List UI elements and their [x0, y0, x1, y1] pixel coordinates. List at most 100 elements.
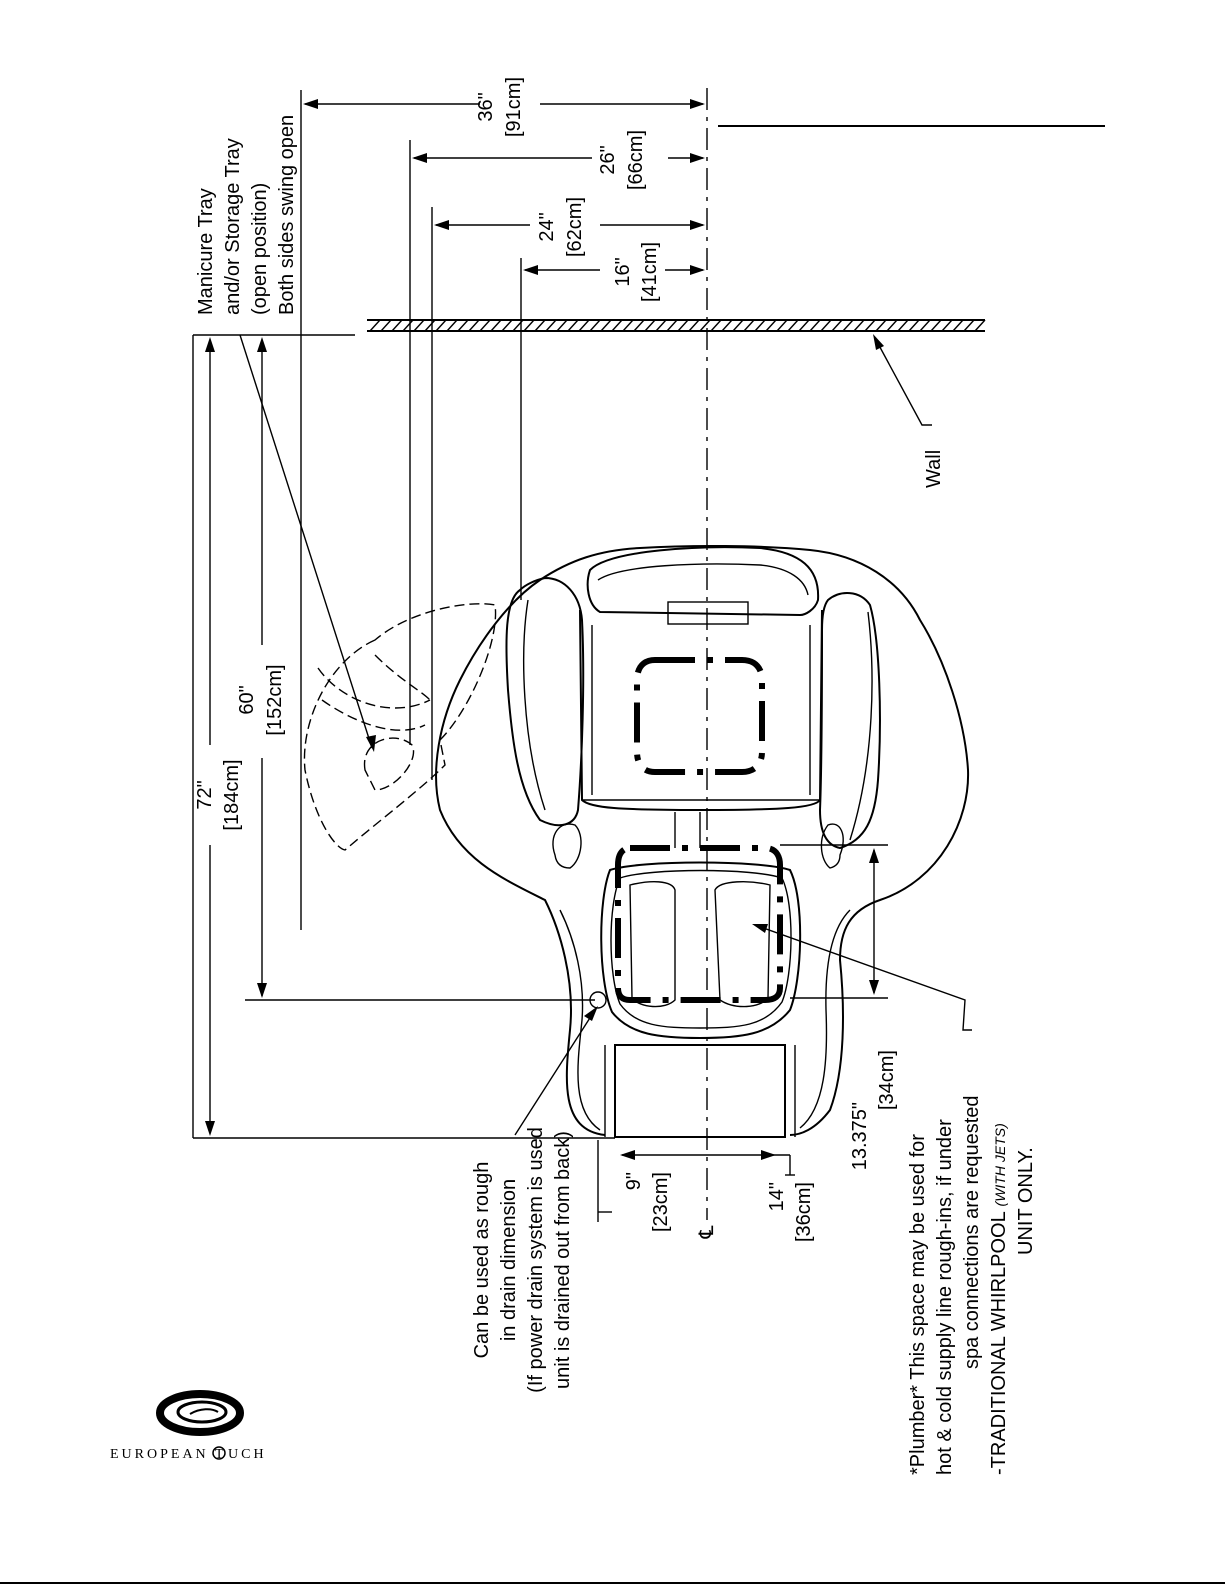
dim-36-in: 36" [475, 92, 497, 121]
wall-hatch-line [699, 319, 711, 332]
plumber-note-line-5: UNIT ONLY. [1015, 1147, 1037, 1255]
wall-hatch-line [545, 319, 557, 332]
plumber-note-line-1: *Plumber* This space may be used for [907, 1134, 929, 1475]
plumber-note-line-2: hot & cold supply line rough-ins, if und… [934, 1119, 956, 1475]
wall-hatch-line [974, 319, 986, 332]
wall-hatch-line [776, 319, 788, 332]
wall-hatch-line [567, 319, 579, 332]
wall-hatch-line [468, 319, 480, 332]
wall-hatch-line [952, 319, 964, 332]
wall-hatch-line [457, 319, 469, 332]
wall-hatch-line [688, 319, 700, 332]
drain-note-line-2: in drain dimension [498, 1179, 520, 1341]
leader-lines [239, 334, 972, 1136]
wall-hatch-line [743, 319, 755, 332]
brand-name-right: UCH [228, 1447, 267, 1462]
wall-hatch-line [864, 319, 876, 332]
wall-hatch-line [391, 319, 403, 332]
dim-24-in: 24" [536, 212, 558, 241]
tray-note-line-3: (open position) [249, 183, 271, 315]
wall-hatch-line [369, 319, 381, 332]
dimension-lines [205, 99, 888, 1222]
dim-24-cm: [62cm] [564, 197, 586, 257]
plumber-note-line-3: spa connections are requested [961, 1095, 983, 1369]
clearance-extension-lines [192, 90, 615, 1139]
tray-note-line-4: Both sides swing open [276, 115, 298, 315]
wall-hatch-line [633, 319, 645, 332]
dim-72-in: 72" [194, 780, 216, 809]
wall-hatch-line [402, 319, 414, 332]
dim-9-cm: [23cm] [650, 1172, 672, 1232]
dim-14-in: 14" [766, 1182, 788, 1211]
wall-hatch-line [578, 319, 590, 332]
wall-hatch-line [666, 319, 678, 332]
drain-note-line-1: Can be used as rough [471, 1162, 493, 1359]
wall-hatch-line [589, 319, 601, 332]
wall-hatch-line [413, 319, 425, 332]
wall-hatch-line [424, 319, 436, 332]
tray-note: Manicure Tray and/or Storage Tray (open … [195, 115, 298, 315]
wall-hatch-line [831, 319, 843, 332]
wall-hatch-line [380, 319, 392, 332]
wall-hatch-line [622, 319, 634, 332]
wall-hatch-line [798, 319, 810, 332]
plumber-note-line-4-italic: (WITH JETS) [992, 1123, 1008, 1206]
wall-hatch-line [853, 319, 865, 332]
wall-hatch-line [809, 319, 821, 332]
wall-hatch-line [523, 319, 535, 332]
wall-hatch-line [820, 319, 832, 332]
tray-note-line-1: Manicure Tray [195, 188, 217, 315]
wall-hatch-line [435, 319, 447, 332]
wall-hatch-line [886, 319, 898, 332]
dim-60-cm: [152cm] [264, 664, 286, 735]
wall-hatch-line [446, 319, 458, 332]
wall-hatch-line [479, 319, 491, 332]
wall-hatch-line [897, 319, 909, 332]
dim-26-cm: [66cm] [625, 130, 647, 190]
wall-hatch-line [842, 319, 854, 332]
brand-name-left: EUROPEAN T [110, 1447, 226, 1462]
wall-hatch-line [721, 319, 733, 332]
dim-72-cm: [184cm] [221, 759, 243, 830]
manicure-tray-open-position [303, 603, 497, 851]
wall-hatch-line [963, 319, 975, 332]
wall [367, 319, 986, 332]
wall-label: Wall [923, 450, 945, 488]
dim-26-in: 26" [597, 145, 619, 174]
wall-hatch-line [611, 319, 623, 332]
drain-note-line-4: unit is drained out from back) [552, 1131, 574, 1389]
plumber-note-line-4-main: -TRADITIONAL WHIRLPOOL [988, 1206, 1010, 1475]
wall-hatch-line [765, 319, 777, 332]
wall-hatch-line [908, 319, 920, 332]
dim-14-cm: [36cm] [793, 1182, 815, 1242]
plumber-note: *Plumber* This space may be used for hot… [907, 1095, 1037, 1475]
dim-13375-cm: [34cm] [876, 1050, 898, 1110]
wall-hatch-line [930, 319, 942, 332]
wall-hatch-line [600, 319, 612, 332]
plumber-note-line-4: -TRADITIONAL WHIRLPOOL (WITH JETS) [988, 1123, 1010, 1475]
wall-hatch-line [501, 319, 513, 332]
dim-16-in: 16" [612, 257, 634, 286]
tray-note-line-2: and/or Storage Tray [222, 138, 244, 315]
drain-note: Can be used as rough in drain dimension … [471, 1127, 574, 1393]
dim-9-in: 9" [623, 1172, 645, 1190]
wall-hatch-line [677, 319, 689, 332]
dim-36-cm: [91cm] [503, 77, 525, 137]
dim-60-in: 60" [236, 685, 258, 714]
wall-hatch-line [490, 319, 502, 332]
wall-hatch-line [556, 319, 568, 332]
dim-13375-in: 13.375" [849, 1102, 871, 1170]
dim-16-cm: [41cm] [639, 242, 661, 302]
centerline-symbol: ℄ [696, 1225, 718, 1239]
wall-hatch-line [655, 319, 667, 332]
wall-hatch-line [710, 319, 722, 332]
wall-hatch-line [875, 319, 887, 332]
dimension-labels: 36" [91cm] 26" [66cm] 24" [62cm] 16" [41… [194, 77, 898, 1242]
wall-hatch-line [644, 319, 656, 332]
european-touch-logo: EUROPEAN T UCH [110, 1390, 267, 1462]
wall-hatch-line [941, 319, 953, 332]
wall-hatch-line [787, 319, 799, 332]
spa-chair-unit [435, 544, 970, 1138]
